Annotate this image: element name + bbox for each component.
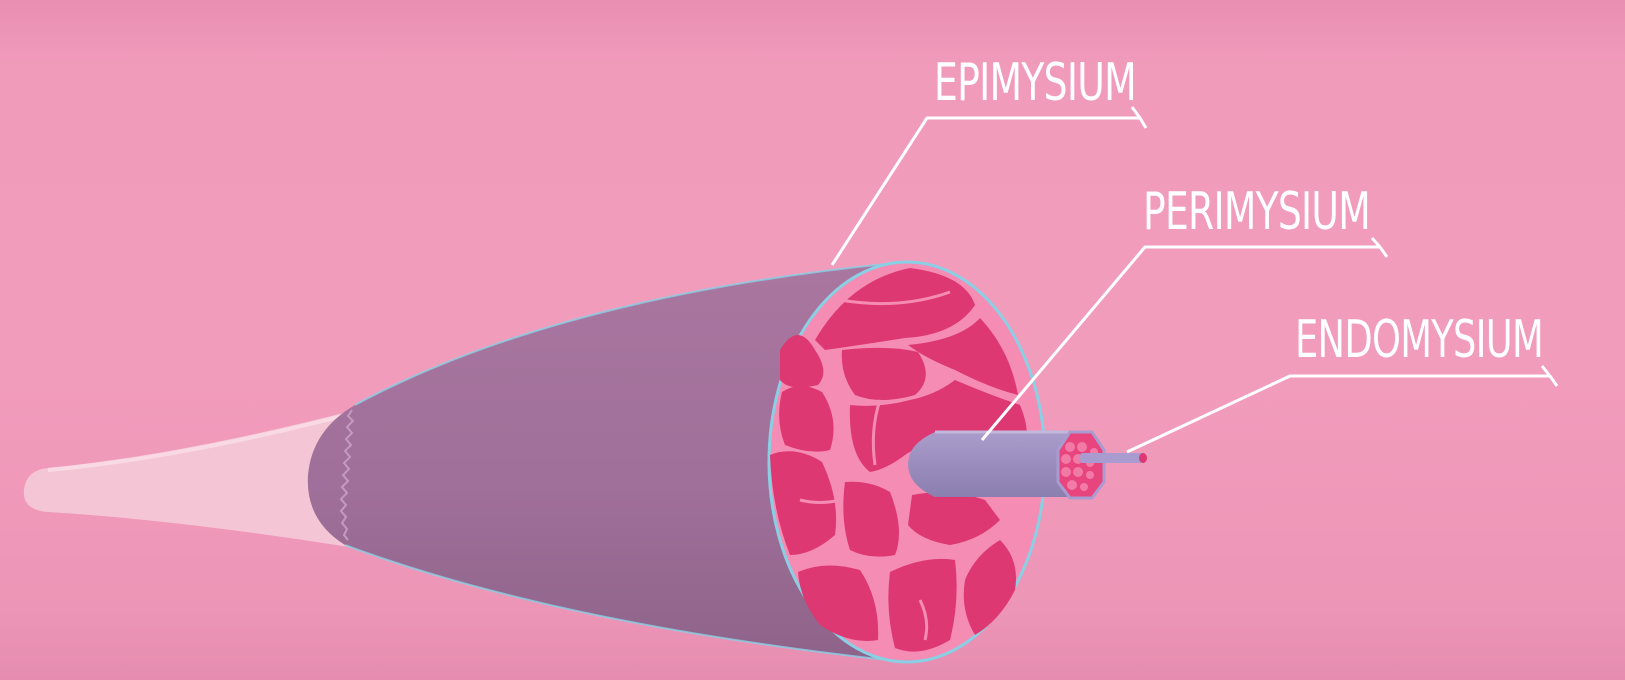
muscle-fiber bbox=[1080, 453, 1147, 463]
endomysium-label: ENDOMYSIUM bbox=[1295, 310, 1543, 370]
muscle-fascicles bbox=[770, 268, 1027, 652]
perimysium-label: PERIMYSIUM bbox=[1143, 182, 1370, 242]
fascicle bbox=[908, 430, 1106, 500]
callout-lines bbox=[830, 106, 1559, 454]
epimysium-label: EPIMYSIUM bbox=[934, 53, 1136, 113]
muscle-cross-section bbox=[767, 260, 1047, 664]
tendon bbox=[23, 410, 355, 548]
muscle-body bbox=[307, 261, 906, 663]
